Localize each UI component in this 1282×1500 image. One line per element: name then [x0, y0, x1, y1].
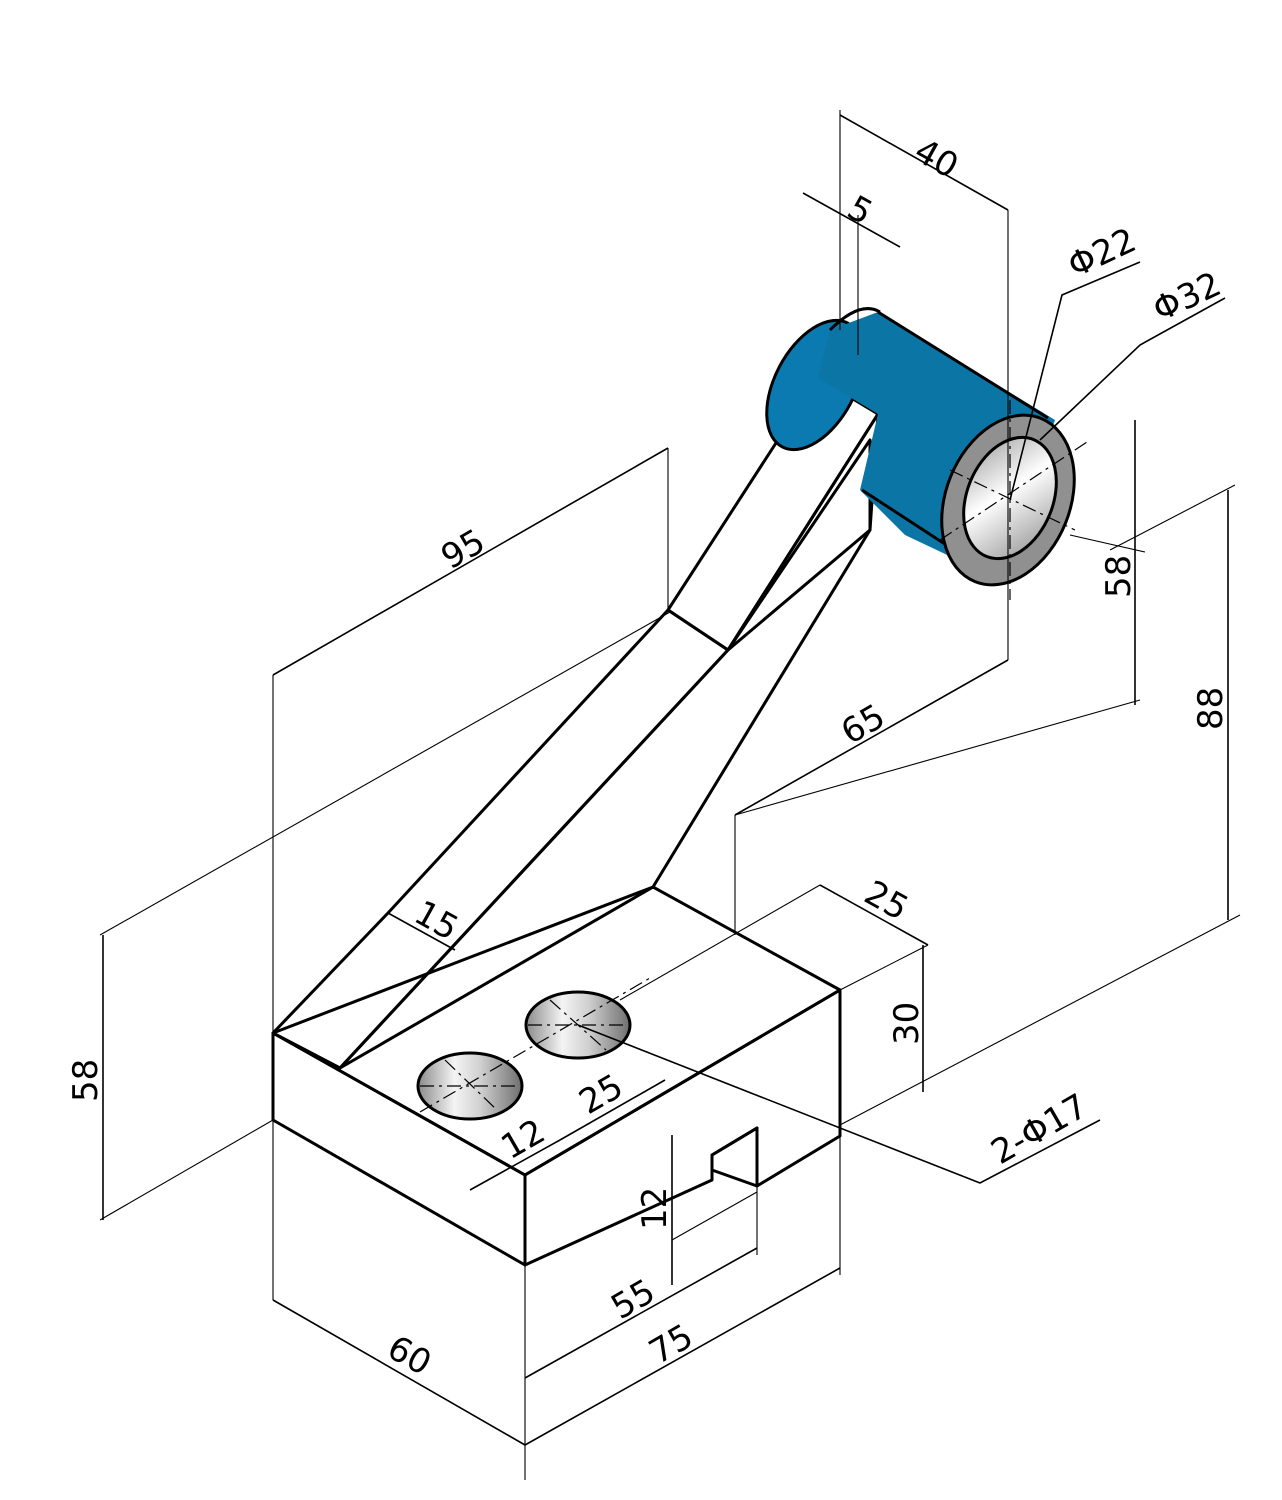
- dim-65: 65: [835, 697, 892, 753]
- dim-12-hole: 12: [495, 1112, 552, 1168]
- hole-1: [416, 1051, 524, 1121]
- dim-phi22: Φ22: [1062, 220, 1142, 286]
- dim-75: 75: [643, 1317, 700, 1373]
- boss-cylinder: [765, 307, 1091, 600]
- dim-55: 55: [605, 1272, 662, 1328]
- dim-30: 30: [887, 1002, 927, 1045]
- arm: [271, 376, 880, 1070]
- base-holes: [416, 977, 651, 1121]
- dim-12-slot: 12: [635, 1187, 675, 1230]
- arm-top-face: [271, 608, 730, 1070]
- slot-interior: [710, 1126, 759, 1188]
- dim-25-top: 25: [858, 873, 915, 929]
- dim-2-phi17: 2-Φ17: [985, 1086, 1095, 1173]
- dimensions: [99, 110, 1241, 1480]
- dim-40: 40: [908, 131, 965, 187]
- dim-15: 15: [408, 893, 465, 949]
- dim-phi32: Φ32: [1147, 264, 1227, 330]
- dim-60: 60: [381, 1328, 438, 1384]
- dim-95: 95: [435, 522, 492, 578]
- dim-88: 88: [1191, 687, 1231, 730]
- dim-58-left: 58: [66, 1059, 106, 1102]
- dim-5: 5: [841, 188, 879, 233]
- dim-58-right: 58: [1099, 555, 1139, 598]
- dim-25-holes: 25: [573, 1067, 630, 1123]
